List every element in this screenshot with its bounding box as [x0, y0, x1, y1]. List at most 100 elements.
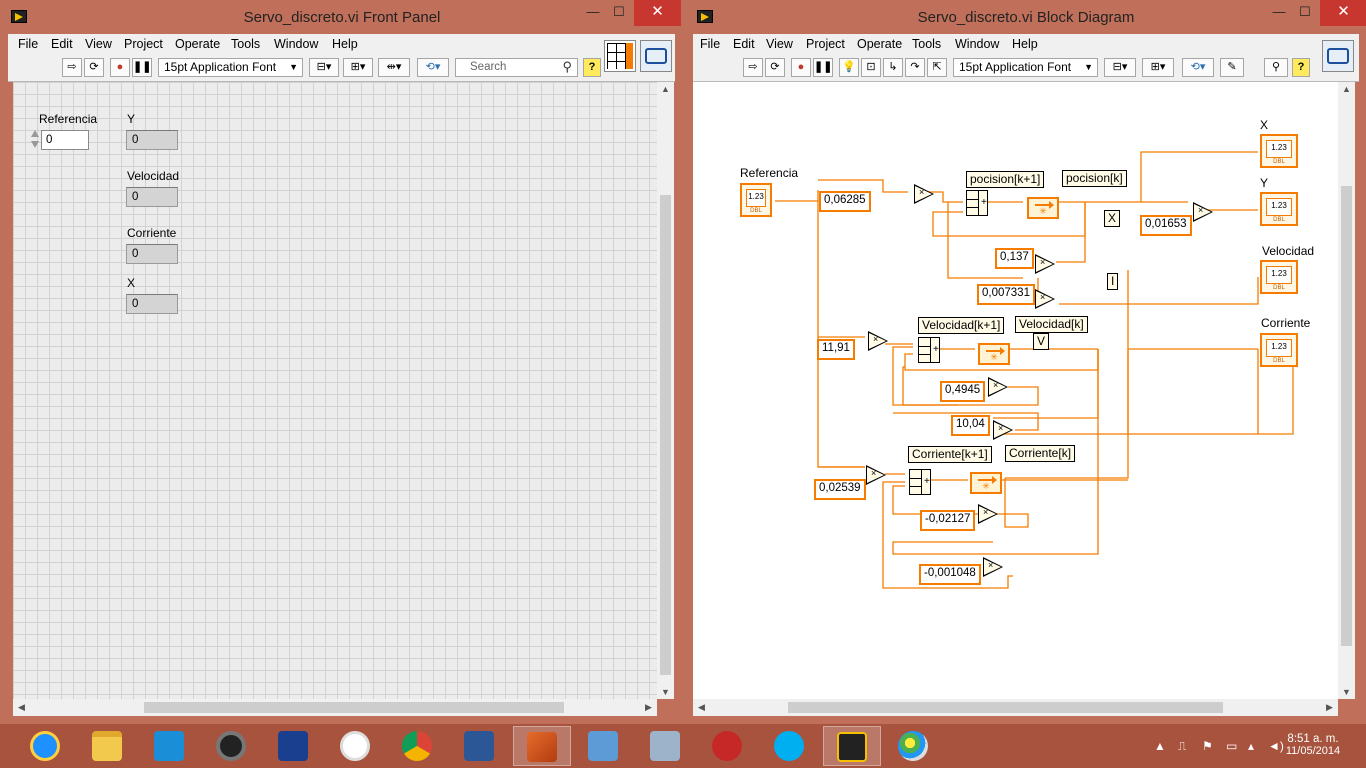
referencia-terminal[interactable]: 1.23 DBL: [740, 183, 772, 217]
constant-0-007331[interactable]: 0,007331: [977, 284, 1035, 305]
maximize-button[interactable]: ☐: [1299, 4, 1311, 19]
block-diagram-titlebar[interactable]: Servo_discreto.vi Block Diagram — ☐ ✕: [686, 0, 1366, 34]
run-button[interactable]: ⇨: [62, 58, 82, 77]
taskbar-isis[interactable]: [265, 726, 323, 766]
corriente-terminal[interactable]: 1.23 DBL: [1260, 333, 1298, 367]
menu-edit[interactable]: Edit: [51, 37, 73, 51]
minimize-button[interactable]: —: [586, 4, 600, 19]
constant-0-01653[interactable]: 0,01653: [1140, 215, 1192, 236]
velocidad-terminal[interactable]: 1.23 DBL: [1260, 260, 1298, 294]
scroll-thumb[interactable]: [660, 195, 671, 675]
run-button[interactable]: ⇨: [743, 58, 763, 77]
feedback-node-corriente[interactable]: ✳: [970, 472, 1002, 494]
front-panel-horizontal-scrollbar[interactable]: ◀ ▶: [13, 699, 657, 716]
labview-app-icon[interactable]: [11, 10, 27, 23]
compound-add-velocidad[interactable]: +: [918, 337, 940, 363]
constant-neg-0-001048[interactable]: -0,001048: [919, 564, 981, 585]
feedback-node-velocidad[interactable]: ✳: [978, 343, 1010, 365]
pause-button[interactable]: ❚❚: [813, 58, 833, 77]
menu-operate[interactable]: Operate: [175, 37, 221, 51]
volume-tray-icon[interactable]: ◄): [1268, 739, 1284, 753]
constant-neg-0-02127[interactable]: -0,02127: [920, 510, 976, 531]
run-continuously-button[interactable]: ⟳: [84, 58, 104, 77]
menu-window[interactable]: Window: [955, 37, 1000, 51]
feedback-node-pocision[interactable]: ✳: [1027, 197, 1059, 219]
step-into-button[interactable]: ↳: [883, 58, 903, 77]
taskbar-network[interactable]: [575, 726, 633, 766]
show-hidden-icons-icon[interactable]: ▲: [1154, 739, 1166, 753]
search-button[interactable]: ⚲: [1264, 58, 1288, 77]
scroll-up-icon[interactable]: ▲: [1342, 84, 1351, 94]
pause-button[interactable]: ❚❚: [132, 58, 152, 77]
scroll-left-icon[interactable]: ◀: [698, 702, 705, 712]
close-button[interactable]: ✕: [1320, 0, 1366, 26]
front-panel-canvas[interactable]: Referencia 0 Y 0 Velocidad 0 Corriente 0…: [13, 82, 657, 699]
close-button[interactable]: ✕: [634, 0, 681, 26]
multiply-node[interactable]: ×: [993, 420, 1013, 440]
vi-icon[interactable]: [1322, 40, 1354, 72]
taskbar-paint[interactable]: [885, 726, 943, 766]
multiply-node[interactable]: ×: [866, 465, 886, 485]
distribute-objects-button[interactable]: ⊞▾: [343, 58, 373, 77]
scroll-thumb[interactable]: [1341, 186, 1352, 646]
spin-up-icon[interactable]: [31, 130, 39, 137]
context-help-button[interactable]: ?: [583, 58, 601, 77]
scroll-up-icon[interactable]: ▲: [661, 84, 670, 94]
multiply-node[interactable]: ×: [978, 504, 998, 524]
compound-add-corriente[interactable]: +: [909, 469, 931, 495]
font-selector[interactable]: 15pt Application Font▼: [953, 58, 1098, 77]
align-objects-button[interactable]: ⊟▾: [309, 58, 339, 77]
reorder-button[interactable]: ⟲▾: [1182, 58, 1214, 77]
block-diagram-horizontal-scrollbar[interactable]: ◀ ▶: [693, 699, 1338, 716]
constant-0-137[interactable]: 0,137: [995, 248, 1034, 269]
multiply-node[interactable]: ×: [983, 557, 1003, 577]
step-out-button[interactable]: ⇱: [927, 58, 947, 77]
font-selector[interactable]: 15pt Application Font▼: [158, 58, 303, 77]
menu-file[interactable]: File: [18, 37, 39, 51]
x-terminal[interactable]: 1.23 DBL: [1260, 134, 1298, 168]
labview-app-icon[interactable]: [697, 10, 713, 23]
step-over-button[interactable]: ↷: [905, 58, 925, 77]
constant-0-02539[interactable]: 0,02539: [814, 479, 866, 500]
taskbar-ie[interactable]: [17, 726, 75, 766]
y-terminal[interactable]: 1.23 DBL: [1260, 192, 1298, 226]
taskbar-labview[interactable]: [823, 726, 881, 766]
connector-pane-icon[interactable]: [604, 40, 636, 72]
menu-view[interactable]: View: [85, 37, 112, 51]
menu-file[interactable]: File: [700, 37, 721, 51]
vi-icon[interactable]: [640, 40, 672, 72]
taskbar-ladybug[interactable]: [699, 726, 757, 766]
compound-add-pocision[interactable]: +: [966, 190, 988, 216]
retain-wire-values-button[interactable]: ⊡: [861, 58, 881, 77]
block-diagram-vertical-scrollbar[interactable]: ▲ ▼: [1338, 82, 1355, 699]
taskbar-word[interactable]: [451, 726, 509, 766]
distribute-objects-button[interactable]: ⊞▾: [1142, 58, 1174, 77]
battery-tray-icon[interactable]: ▭: [1226, 739, 1238, 753]
multiply-node[interactable]: ×: [988, 377, 1008, 397]
taskbar-chrome[interactable]: [389, 726, 447, 766]
menu-edit[interactable]: Edit: [733, 37, 755, 51]
menu-project[interactable]: Project: [124, 37, 163, 51]
system-clock[interactable]: 8:51 a. m. 11/05/2014: [1280, 733, 1346, 757]
constant-11-91[interactable]: 11,91: [817, 339, 855, 360]
front-panel-titlebar[interactable]: Servo_discreto.vi Front Panel — ☐ ✕: [0, 0, 684, 34]
run-continuously-button[interactable]: ⟳: [765, 58, 785, 77]
minimize-button[interactable]: —: [1272, 4, 1286, 19]
abort-button[interactable]: ●: [110, 58, 130, 77]
taskbar-hp[interactable]: [327, 726, 385, 766]
constant-0-06285[interactable]: 0,06285: [819, 191, 871, 212]
referencia-increment-icon[interactable]: [30, 129, 41, 151]
front-panel-vertical-scrollbar[interactable]: ▲ ▼: [657, 82, 674, 699]
reorder-button[interactable]: ⟲▾: [417, 58, 449, 77]
constant-0-4945[interactable]: 0,4945: [940, 381, 986, 402]
network-tray-icon[interactable]: ⎍: [1178, 739, 1187, 753]
abort-button[interactable]: ●: [791, 58, 811, 77]
taskbar-matlab[interactable]: [513, 726, 571, 766]
scroll-down-icon[interactable]: ▼: [1342, 687, 1351, 697]
taskbar-monitor[interactable]: [637, 726, 695, 766]
taskbar-skype[interactable]: [761, 726, 819, 766]
menu-view[interactable]: View: [766, 37, 793, 51]
taskbar-explorer[interactable]: [79, 726, 137, 766]
maximize-button[interactable]: ☐: [613, 4, 625, 19]
scroll-left-icon[interactable]: ◀: [18, 702, 25, 712]
